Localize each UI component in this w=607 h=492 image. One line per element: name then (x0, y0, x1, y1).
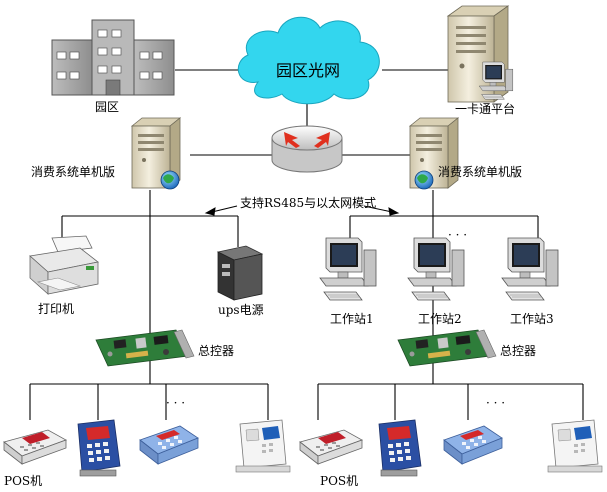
card-platform-server-icon (446, 5, 514, 103)
router-icon (271, 125, 343, 173)
workstation-1-label: 工作站1 (330, 312, 374, 326)
workstation-1-icon (319, 237, 377, 301)
pos-terminal-icon (235, 419, 291, 473)
campus-network-label: 园区光网 (276, 61, 341, 80)
controller-left-label: 总控器 (198, 344, 235, 358)
consumption-right-label: 消费系统单机版 (438, 165, 523, 179)
ellipsis-bottom-left: · · · (166, 396, 186, 410)
pos-left-label: POS机 (4, 474, 43, 488)
protocol-note: 支持RS485与以太网模式 (240, 196, 377, 210)
pos-terminal-icon (547, 419, 603, 473)
consumption-server-left-icon (131, 117, 181, 190)
consumption-left-label: 消费系统单机版 (31, 165, 116, 179)
pos-terminal-icon (3, 429, 67, 465)
controller-right-label: 总控器 (500, 344, 537, 358)
ups-icon (216, 245, 264, 301)
consumption-server-right-icon (409, 117, 459, 190)
ellipsis-bottom-right: · · · (486, 396, 506, 410)
connection-lines (29, 69, 584, 420)
protocol-arrows (204, 205, 400, 216)
campus-label: 园区 (95, 100, 120, 114)
printer-label: 打印机 (38, 302, 75, 316)
pos-terminal-icon (139, 425, 199, 465)
pos-terminal-icon (77, 419, 121, 477)
controller-board-left-icon (95, 329, 195, 367)
workstation-3-label: 工作站3 (510, 312, 554, 326)
workstation-2-label: 工作站2 (418, 312, 462, 326)
pos-terminal-icon (378, 419, 422, 477)
pos-terminal-icon (299, 429, 363, 465)
workstation-2-icon (407, 237, 465, 301)
campus-building-icon (51, 19, 175, 96)
printer-icon (29, 235, 99, 295)
campus-network-cloud (237, 16, 380, 105)
pos-right-label: POS机 (320, 474, 359, 488)
ellipsis-top: · · · (448, 228, 468, 242)
pos-terminal-icon (443, 425, 503, 465)
ups-label: ups电源 (218, 303, 264, 317)
controller-board-right-icon (397, 329, 497, 367)
workstation-3-icon (501, 237, 559, 301)
card-platform-label: 一卡通平台 (455, 102, 516, 116)
